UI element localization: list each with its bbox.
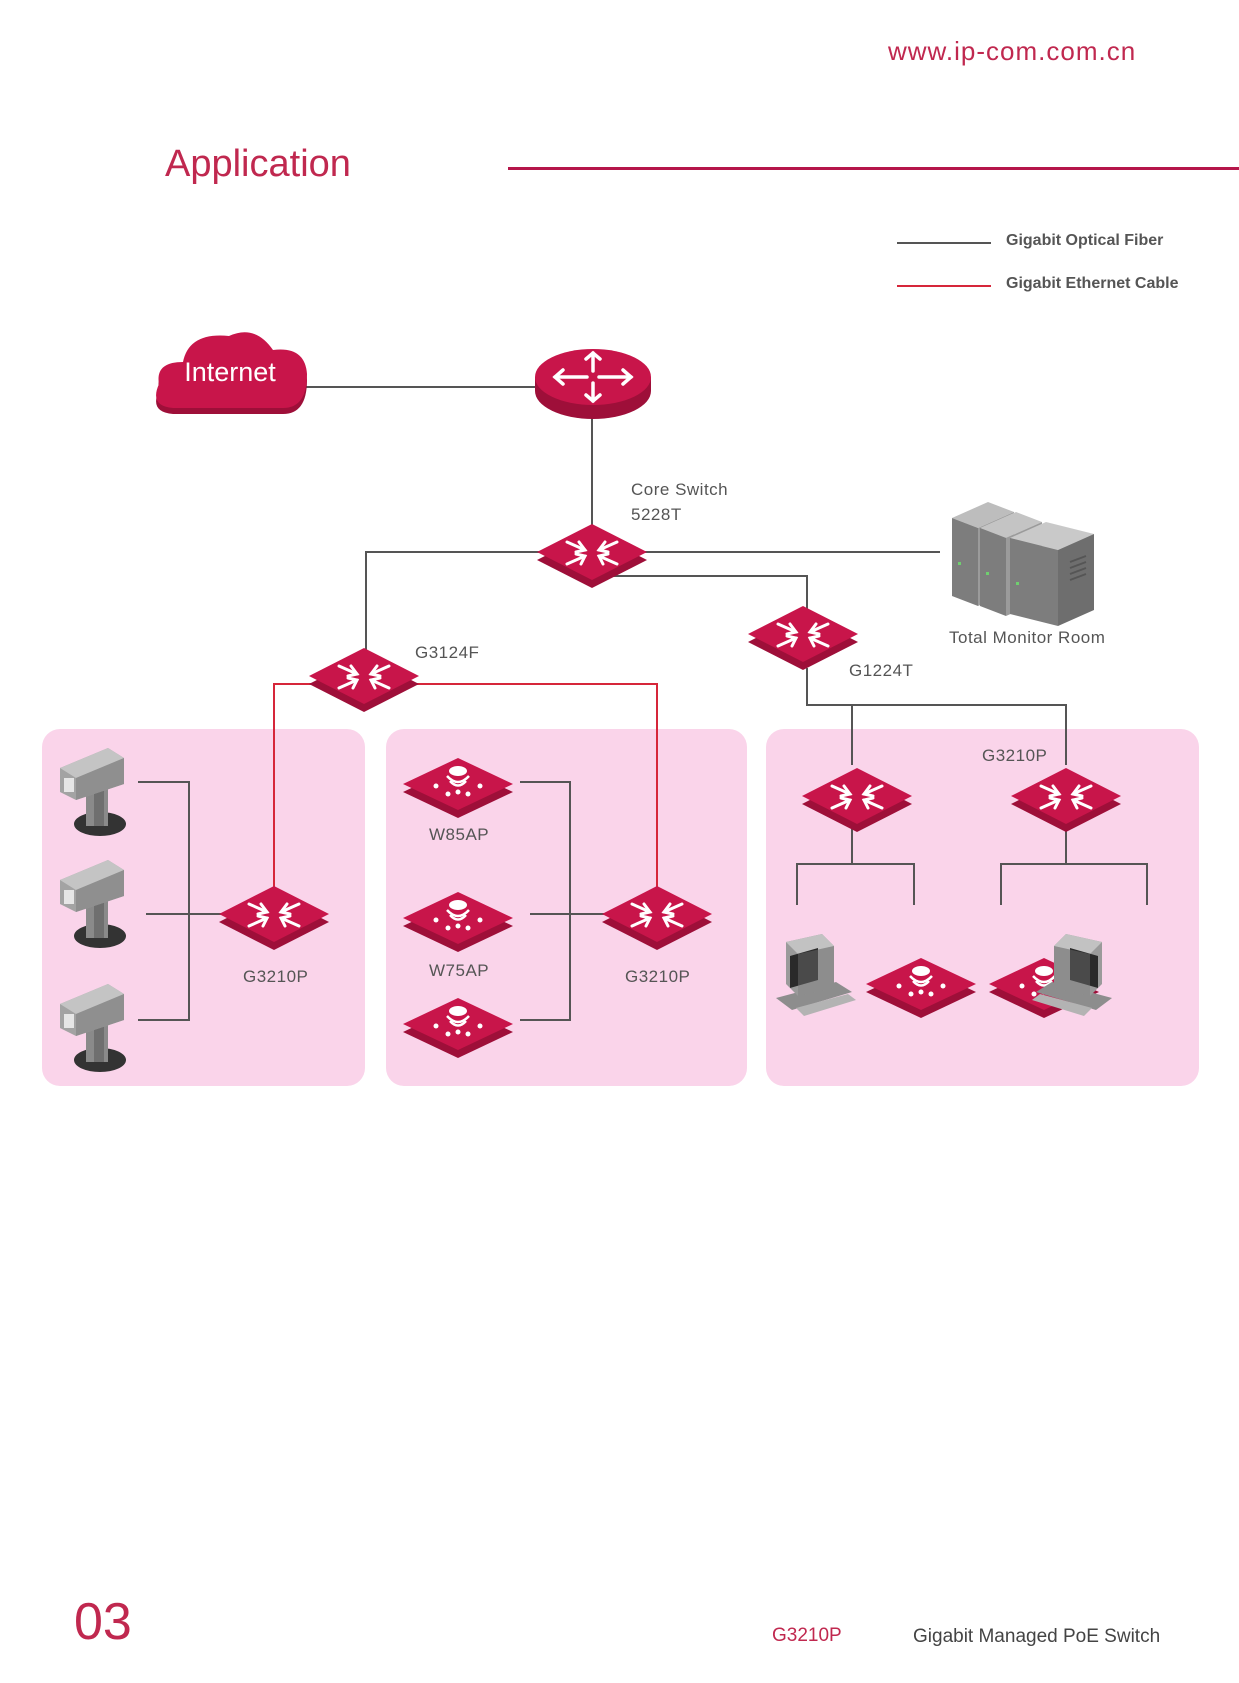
g3210p-office-label: G3210P <box>982 746 1048 765</box>
legend-fiber-swatch <box>897 242 991 244</box>
legend: Gigabit Optical Fiber Gigabit Ethernet C… <box>897 232 1197 302</box>
g3210p-office1-switch-icon <box>800 766 914 834</box>
title-divider <box>508 167 1239 170</box>
w75ap-label: W75AP <box>429 961 490 980</box>
core-switch-label: Core Switch <box>631 480 729 499</box>
w85ap-label: W85AP <box>429 825 490 844</box>
core-switch-model: 5228T <box>631 505 682 524</box>
legend-ethernet-label: Gigabit Ethernet Cable <box>1006 275 1179 292</box>
core-switch-icon <box>535 522 649 590</box>
camera3-icon <box>60 984 126 1072</box>
router-icon <box>535 349 651 419</box>
g3124f-label: G3124F <box>415 643 480 662</box>
w75ap-icon <box>401 890 515 954</box>
footer-description: Gigabit Managed PoE Switch <box>913 1626 1161 1647</box>
internet-cloud <box>156 332 307 414</box>
pc1-icon <box>776 934 856 1016</box>
ap-icon <box>401 996 515 1060</box>
page-number: 03 <box>74 1593 132 1651</box>
fiber-links <box>138 386 1148 1021</box>
g1224t-switch-icon <box>746 604 860 672</box>
monitor-room-label: Total Monitor Room <box>949 628 1106 647</box>
legend-fiber-label: Gigabit Optical Fiber <box>1006 232 1164 249</box>
g3210p-cameras-switch-icon <box>217 884 331 952</box>
g3210p-office2-switch-icon <box>1009 766 1123 834</box>
footer-model: G3210P <box>772 1625 842 1646</box>
server-icon <box>952 502 1094 626</box>
legend-ethernet-swatch <box>897 285 991 287</box>
camera2-icon <box>60 860 126 948</box>
w85ap-icon <box>401 756 515 820</box>
ethernet-links <box>273 683 658 890</box>
g3210p-aps-switch-icon <box>600 884 714 952</box>
g3124f-switch-icon <box>307 646 421 714</box>
office-ap1-icon <box>864 956 978 1020</box>
website-url[interactable]: www.ip-com.com.cn <box>888 36 1137 66</box>
internet-label: Internet <box>184 357 276 387</box>
g1224t-label: G1224T <box>849 661 914 680</box>
page-title: Application <box>165 143 351 185</box>
g3210p-aps-label: G3210P <box>625 967 691 986</box>
g3210p-cameras-label: G3210P <box>243 967 309 986</box>
camera1-icon <box>60 748 126 836</box>
